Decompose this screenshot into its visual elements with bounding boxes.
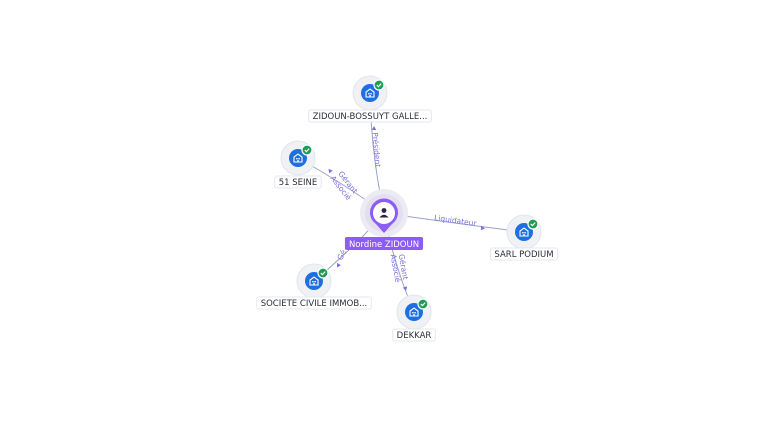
check-badge [301,144,313,156]
arrow-icon [480,225,485,231]
company-label-box [489,247,559,261]
check-icon [527,218,539,230]
edge-label: Gérant [397,253,410,280]
person-body [379,214,389,218]
person-label-box [344,237,424,250]
building-window [522,232,524,234]
check-icon [417,298,429,310]
edge-label: Gé [335,248,348,262]
building-door [369,95,371,97]
building-outline [365,88,375,98]
company-node-seine[interactable]: 51 SEINE [274,140,322,189]
check-badge [417,298,429,310]
check-icon [301,144,313,156]
building-window [370,93,372,95]
company-label[interactable]: SOCIETE CIVILE IMMOB... [256,296,372,310]
arrow-icon [402,286,408,291]
building-door [297,160,299,162]
company-label-box [256,296,372,310]
building-window [524,232,526,234]
company-node-zidoun[interactable]: ZIDOUN-BOSSUYT GALLE... [308,75,432,123]
arrow-icon [328,168,333,174]
building-outline [309,276,319,286]
company-name: SARL PODIUM [494,250,553,260]
company-name: 51 SEINE [279,178,318,188]
check-mark [304,148,310,153]
arrow-icon [337,262,341,268]
building-icon [409,307,419,317]
building-outline [409,307,419,317]
building-icon [309,276,319,286]
building-window [296,158,298,160]
edge-label: Liquidateur [434,213,478,228]
check-mark [420,302,426,307]
building-window [312,281,314,283]
company-label[interactable]: 51 SEINE [274,175,322,189]
company-node-dekkar[interactable]: DEKKAR [392,294,436,342]
building-door [523,234,525,236]
building-icon [293,153,303,163]
building-window [298,158,300,160]
check-badge [527,218,539,230]
person-icon [379,208,389,218]
building-outline [519,227,529,237]
edge-label: Président [370,132,382,168]
check-badge [317,267,329,279]
check-mark [376,83,382,88]
building-outline [293,153,303,163]
company-label[interactable]: DEKKAR [392,328,436,342]
building-window [314,281,316,283]
company-name: ZIDOUN-BOSSUYT GALLE... [313,112,428,122]
company-label-box [392,328,436,342]
company-label[interactable]: ZIDOUN-BOSSUYT GALLE... [308,109,432,123]
nodes-layer: ZIDOUN-BOSSUYT GALLE... 51 SEINE SARL PODI… [256,75,559,342]
company-label[interactable]: SARL PODIUM [489,247,559,261]
check-mark [530,222,536,227]
company-name: SOCIETE CIVILE IMMOB... [261,299,368,309]
person-name: Nordine ZIDOUN [349,240,419,250]
company-node-podium[interactable]: SARL PODIUM [489,214,559,261]
check-badge [373,79,385,91]
person-head [381,208,387,213]
center-person-node[interactable]: Nordine ZIDOUN [344,189,424,250]
company-node-sci[interactable]: SOCIETE CIVILE IMMOB... [256,263,372,310]
company-name: DEKKAR [397,331,432,341]
building-window [412,312,414,314]
company-label-box [308,109,432,123]
check-mark [320,271,326,276]
arrow-icon [371,126,377,130]
company-label-box [274,175,322,189]
building-window [368,93,370,95]
check-icon [317,267,329,279]
building-icon [365,88,375,98]
building-window [414,312,416,314]
building-door [413,314,415,316]
check-icon [373,79,385,91]
person-pin-inner [373,202,395,224]
building-door [313,283,315,285]
person-label[interactable]: Nordine ZIDOUN [344,237,424,250]
building-icon [519,227,529,237]
